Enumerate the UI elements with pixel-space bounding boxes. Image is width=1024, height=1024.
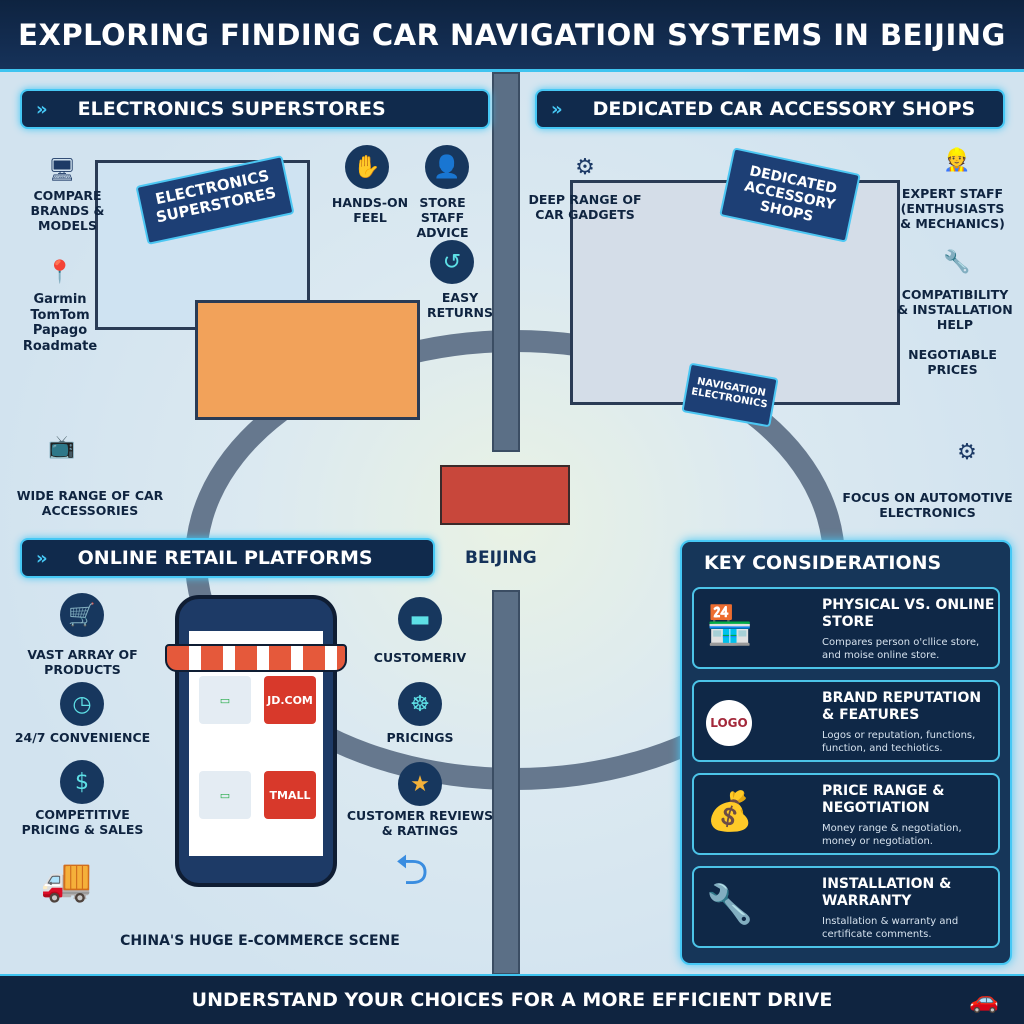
wrench-icon: 🔧 xyxy=(706,882,754,926)
card-desc: Compares person o'cllice store, and mois… xyxy=(822,637,980,661)
label-negotiable: NEGOTIABLE PRICES xyxy=(908,347,997,377)
clock-icon: ◷ xyxy=(60,682,104,726)
label-pricings: PRICINGS xyxy=(386,730,454,745)
card-brand-reputation: LOGO BRAND REPUTATION & FEATURES Logos o… xyxy=(692,680,1000,762)
footer-banner: UNDERSTAND YOUR CHOICES FOR A MORE EFFIC… xyxy=(0,974,1024,1024)
section-title: ONLINE RETAIL PLATFORMS xyxy=(77,547,373,569)
footer-text: UNDERSTAND YOUR CHOICES FOR A MORE EFFIC… xyxy=(191,989,833,1011)
label-staff-advice: STORE STAFF ADVICE xyxy=(416,195,469,240)
card-title: BRAND REPUTATION & FEATURES xyxy=(822,690,982,723)
label-customeriv: CUSTOMERIV xyxy=(373,650,467,665)
section-header-accessory: » DEDICATED CAR ACCESSORY SHOPS xyxy=(535,89,1005,129)
chevron-icon: » xyxy=(36,547,48,569)
label-compare-brands: COMPARE BRANDS & MODELS xyxy=(30,188,105,233)
label-expert-staff: EXPERT STAFF (ENTHUSIASTS & MECHANICS) xyxy=(900,186,1005,231)
card-desc: Money range & negotiation, money or nego… xyxy=(822,823,962,847)
tools-icon: 🔧 xyxy=(943,249,971,275)
card-desc: Installation & warranty and certificate … xyxy=(822,916,959,940)
label-easy-returns: EASY RETURNS xyxy=(427,290,493,320)
pricing-icon: ☸ xyxy=(398,682,442,726)
section-header-online: » ONLINE RETAIL PLATFORMS xyxy=(20,538,435,578)
logo-badge-icon: LOGO xyxy=(706,700,752,746)
car-icon: 🚗 xyxy=(969,986,999,1014)
panel-title: KEY CONSIDERATIONS xyxy=(704,552,942,574)
car-gear-icon: ⚙ xyxy=(957,439,977,465)
hand-icon: ✋ xyxy=(345,145,389,189)
storefront-icon: 🏪 xyxy=(706,603,754,647)
card-physical-vs-online: 🏪 PHYSICAL VS. ONLINE STORE Compares per… xyxy=(692,587,1000,669)
label-convenience: 24/7 CONVENIENCE xyxy=(14,730,151,745)
tv-icon: 📺 xyxy=(48,434,76,460)
display-counter xyxy=(195,300,420,420)
label-wide-range: WIDE RANGE OF CAR ACCESSORIES xyxy=(16,488,164,518)
card-installation-warranty: 🔧 INSTALLATION & WARRANTY Installation &… xyxy=(692,866,1000,948)
label-hands-on: HANDS-ON FEEL xyxy=(331,195,409,225)
section-header-electronics: » ELECTRONICS SUPERSTORES xyxy=(20,89,490,129)
label-compatibility: COMPATIBILITY & INSTALLATION HELP xyxy=(897,287,1013,332)
online-caption: CHINA'S HUGE E-COMMERCE SCENE xyxy=(120,933,400,949)
tmall-tile[interactable]: TMALL xyxy=(264,771,316,819)
money-bag-icon: 💰 xyxy=(706,789,754,833)
mechanic-icon: 👷 xyxy=(943,147,971,173)
star-icon: ★ xyxy=(398,762,442,806)
dollar-icon: $ xyxy=(60,760,104,804)
card-desc: Logos or reputation, functions, function… xyxy=(822,730,976,754)
card-title: PRICE RANGE & NEGOTIATION xyxy=(822,783,945,816)
label-competitive-pricing: COMPETITIVE PRICING & SALES xyxy=(21,807,144,837)
card-price-range: 💰 PRICE RANGE & NEGOTIATION Money range … xyxy=(692,773,1000,855)
page-title: EXPLORING FINDING CAR NAVIGATION SYSTEMS… xyxy=(0,0,1024,72)
key-considerations-panel: KEY CONSIDERATIONS 🏪 PHYSICAL VS. ONLINE… xyxy=(680,540,1012,965)
customer-service-icon: ▬ xyxy=(398,597,442,641)
gear-icon: ⚙ xyxy=(575,154,595,180)
gps-device-icon: ▭ xyxy=(199,771,251,819)
cart-icon: 🛒 xyxy=(60,593,104,637)
label-vast-array: VAST ARRAY OF PRODUCTS xyxy=(27,647,138,677)
label-automotive: FOCUS ON AUTOMOTIVE ELECTRONICS xyxy=(842,490,1013,520)
tiananmen-gate-illustration xyxy=(440,465,570,525)
delivery-truck-icon: 🚚 xyxy=(40,855,93,904)
awning-icon xyxy=(165,644,347,672)
card-title: INSTALLATION & WARRANTY xyxy=(822,876,952,909)
jd-tile[interactable]: JD.COM xyxy=(264,676,316,724)
card-title: PHYSICAL VS. ONLINE STORE xyxy=(822,597,995,630)
road-north xyxy=(492,72,520,452)
return-arrow-icon: ⮌ xyxy=(395,845,429,894)
label-deep-range: DEEP RANGE OF CAR GADGETS xyxy=(528,192,642,222)
section-title: DEDICATED CAR ACCESSORY SHOPS xyxy=(592,98,976,120)
map-pin-icon: 📍 xyxy=(46,259,74,285)
return-box-icon: ↺ xyxy=(430,240,474,284)
road-south xyxy=(492,590,520,975)
chevron-icon: » xyxy=(36,98,48,120)
section-title: ELECTRONICS SUPERSTORES xyxy=(77,98,386,120)
map-label-beijing: BEIJING xyxy=(465,548,537,568)
computer-icon: 🖥 xyxy=(48,157,76,183)
staff-icon: 👤 xyxy=(425,145,469,189)
label-brands-list: Garmin TomTom Papago Roadmate xyxy=(22,292,98,354)
chevron-icon: » xyxy=(551,98,563,120)
label-reviews: CUSTOMER REVIEWS & RATINGS xyxy=(346,808,494,838)
smartphone-illustration: ▭ JD.COM ▭ TMALL xyxy=(165,595,347,887)
gps-device-icon: ▭ xyxy=(199,676,251,724)
